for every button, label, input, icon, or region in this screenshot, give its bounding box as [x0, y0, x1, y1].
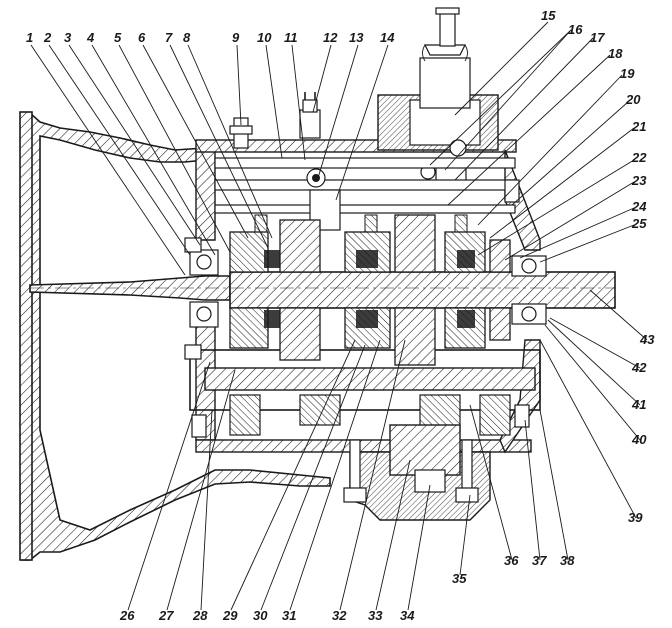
callout-2: 2	[43, 30, 52, 45]
callouts-right: 15 16 17 18 19 20 21 22 23 24 25 43 42 4…	[504, 8, 655, 568]
callout-17: 17	[590, 30, 605, 45]
callout-27: 27	[158, 608, 174, 623]
callout-23: 23	[631, 173, 647, 188]
callout-6: 6	[138, 30, 146, 45]
callout-31: 31	[282, 608, 296, 623]
callout-29: 29	[222, 608, 238, 623]
callout-8: 8	[183, 30, 191, 45]
main-shaft	[29, 271, 616, 309]
callout-5: 5	[114, 30, 122, 45]
callout-21: 21	[631, 119, 646, 134]
callout-39: 39	[628, 510, 643, 525]
callout-41: 41	[631, 397, 646, 412]
callout-30: 30	[253, 608, 268, 623]
leader-lines	[30, 21, 648, 611]
callout-20: 20	[625, 92, 641, 107]
callout-10: 10	[257, 30, 272, 45]
reverse-light-switch	[299, 92, 321, 139]
callout-43: 43	[639, 332, 655, 347]
callout-1: 1	[26, 30, 33, 45]
callout-18: 18	[608, 46, 623, 61]
clutch-housing	[19, 111, 331, 561]
callout-4: 4	[86, 30, 95, 45]
callout-13: 13	[349, 30, 364, 45]
callout-40: 40	[631, 432, 647, 447]
callouts-top: 1 2 3 4 5 6 7 8 9 10 11 12 13 14	[26, 30, 395, 45]
callout-25: 25	[631, 216, 647, 231]
callout-19: 19	[620, 66, 635, 81]
shift-mechanism-cover	[377, 7, 499, 186]
callout-26: 26	[119, 608, 135, 623]
front-bearing	[189, 249, 219, 328]
needle-bearings	[264, 250, 475, 328]
countershaft	[204, 367, 536, 436]
callout-3: 3	[64, 30, 72, 45]
callouts-bottom: 26 27 28 29 30 31 32 33 34 35	[119, 571, 467, 623]
callout-32: 32	[332, 608, 347, 623]
rear-bearing	[511, 255, 547, 325]
callout-28: 28	[192, 608, 208, 623]
callout-14: 14	[380, 30, 395, 45]
callout-16: 16	[568, 22, 583, 37]
callout-22: 22	[631, 150, 647, 165]
callout-15: 15	[541, 8, 556, 23]
callout-35: 35	[452, 571, 467, 586]
callout-9: 9	[232, 30, 240, 45]
callout-24: 24	[631, 199, 647, 214]
callout-34: 34	[400, 608, 415, 623]
callout-36: 36	[504, 553, 519, 568]
callout-33: 33	[368, 608, 383, 623]
callout-38: 38	[560, 553, 575, 568]
callout-37: 37	[532, 553, 547, 568]
callout-7: 7	[165, 30, 173, 45]
callout-42: 42	[631, 360, 647, 375]
callout-11: 11	[284, 30, 298, 45]
reverse-gear-cover	[343, 424, 491, 521]
callout-12: 12	[323, 30, 338, 45]
